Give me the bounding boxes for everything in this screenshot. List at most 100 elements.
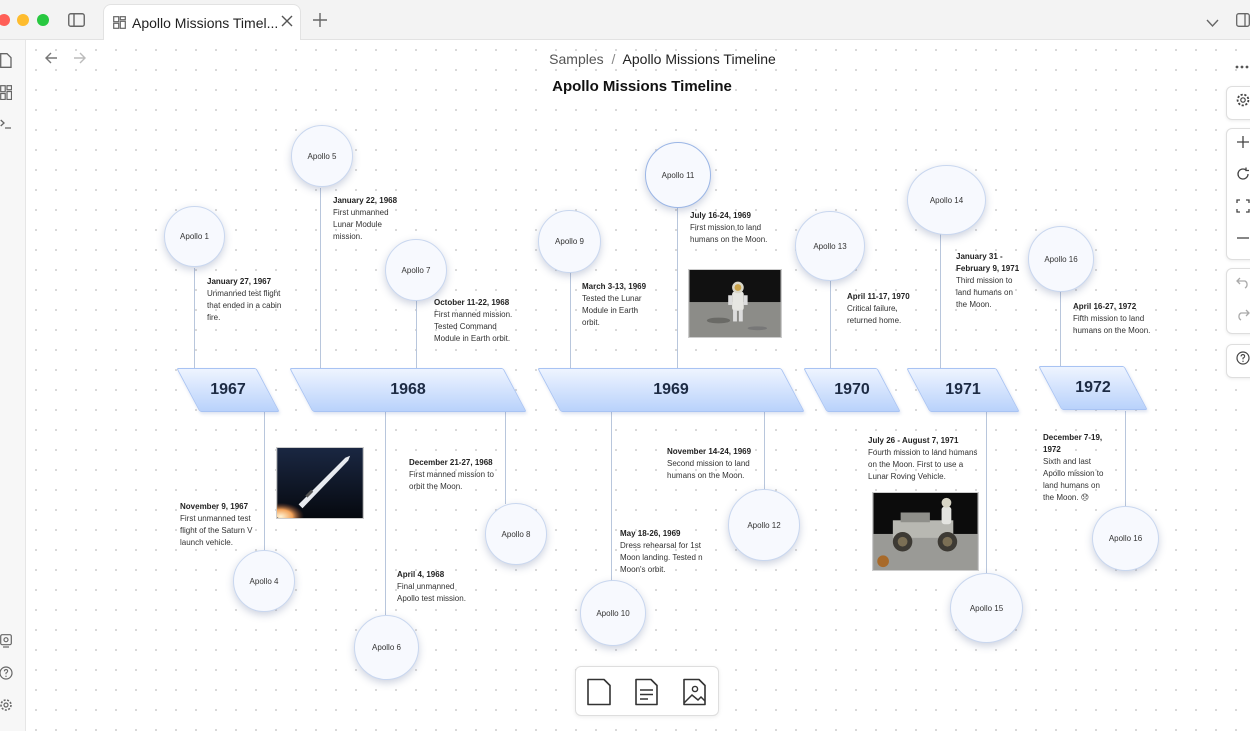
year-label: 1969 — [653, 381, 689, 398]
right-sidebar-toggle[interactable] — [1236, 13, 1250, 32]
redo-icon[interactable] — [1227, 301, 1250, 333]
connector-line — [416, 301, 417, 368]
breadcrumb: Samples / Apollo Missions Timeline — [0, 51, 1250, 67]
mission-node-apollo-8[interactable]: Apollo 8 — [485, 503, 547, 565]
blank-page-icon — [587, 678, 611, 706]
year-band-1971[interactable]: 1971 — [906, 368, 1020, 412]
close-icon — [281, 15, 293, 27]
maximize-window-button[interactable] — [37, 14, 49, 26]
more-options-button[interactable] — [1235, 56, 1249, 74]
connector-line — [830, 280, 831, 368]
add-note-card-button[interactable] — [634, 678, 660, 711]
settings-gear-icon[interactable] — [0, 698, 14, 712]
year-band-1967[interactable]: 1967 — [176, 368, 280, 412]
year-label: 1972 — [1075, 379, 1111, 396]
year-band-1969[interactable]: 1969 — [537, 368, 805, 412]
fit-screen-icon[interactable] — [1227, 193, 1250, 225]
zoom-in-icon[interactable] — [1227, 129, 1250, 161]
year-label: 1967 — [210, 381, 246, 398]
connector-line — [570, 272, 571, 368]
plus-icon — [313, 13, 327, 27]
refresh-icon[interactable] — [1227, 161, 1250, 193]
help-icon[interactable] — [1227, 345, 1250, 377]
minimize-window-button[interactable] — [17, 14, 29, 26]
connector-line — [764, 411, 765, 490]
breadcrumb-current[interactable]: Apollo Missions Timeline — [622, 51, 776, 67]
connector-line — [505, 411, 506, 504]
connector-line — [320, 188, 321, 368]
connector-line — [264, 411, 265, 551]
mission-node-apollo-12[interactable]: Apollo 12 — [728, 489, 800, 561]
forward-button[interactable] — [73, 51, 86, 69]
help-circle-icon[interactable] — [0, 666, 14, 680]
year-band-1968[interactable]: 1968 — [289, 368, 527, 412]
lunar-rover-photo[interactable] — [872, 492, 979, 571]
year-band-1972[interactable]: 1972 — [1038, 366, 1148, 410]
tab-title: Apollo Missions Timel... — [132, 15, 279, 31]
new-tab-button[interactable] — [313, 13, 327, 27]
undo-icon[interactable] — [1227, 269, 1250, 301]
ellipsis-icon — [1235, 65, 1249, 69]
mission-node-apollo-13[interactable]: Apollo 13 — [795, 211, 865, 281]
mission-node-apollo-10[interactable]: Apollo 10 — [580, 580, 646, 646]
astronaut-on-moon-photo[interactable] — [688, 269, 782, 338]
tab-apollo-missions[interactable]: Apollo Missions Timel... — [103, 4, 301, 40]
mission-node-apollo-16-dec[interactable]: Apollo 16 — [1092, 506, 1159, 571]
terminal-icon[interactable] — [0, 118, 12, 130]
mission-node-apollo-7[interactable]: Apollo 7 — [385, 239, 447, 301]
back-button[interactable] — [45, 51, 58, 69]
text-page-icon — [635, 678, 658, 706]
add-blank-card-button[interactable] — [586, 678, 612, 711]
file-icon[interactable] — [0, 53, 12, 68]
sidebar-toggle-button[interactable] — [68, 13, 85, 27]
vault-icon[interactable] — [0, 634, 12, 648]
connector-line — [986, 411, 987, 579]
connector-line — [940, 232, 941, 368]
tab-list-dropdown[interactable] — [1206, 15, 1219, 33]
mission-node-apollo-15[interactable]: Apollo 15 — [950, 573, 1023, 643]
zoom-out-icon[interactable] — [1227, 225, 1250, 257]
rocket-launch-photo[interactable] — [276, 447, 364, 519]
settings-toolbar — [1226, 86, 1250, 120]
board-icon — [113, 16, 126, 29]
history-toolbar — [1226, 268, 1250, 334]
connector-line — [677, 206, 678, 368]
connector-line — [611, 411, 612, 581]
connector-line — [1060, 291, 1061, 368]
mission-node-apollo-16[interactable]: Apollo 16 — [1028, 226, 1094, 292]
mission-node-apollo-14[interactable]: Apollo 14 — [907, 165, 986, 235]
close-window-button[interactable] — [0, 14, 10, 26]
zoom-toolbar — [1226, 128, 1250, 260]
chevron-down-icon — [1206, 19, 1219, 28]
mission-node-apollo-9[interactable]: Apollo 9 — [538, 210, 601, 273]
sidebar-icon — [68, 13, 85, 27]
grid-icon[interactable] — [0, 85, 12, 100]
add-media-card-button[interactable] — [682, 678, 708, 711]
breadcrumb-parent[interactable]: Samples — [549, 51, 604, 67]
tab-close-button[interactable] — [280, 14, 294, 28]
mission-node-apollo-1[interactable]: Apollo 1 — [164, 206, 225, 267]
year-band-1970[interactable]: 1970 — [803, 368, 901, 412]
connector-line — [1125, 411, 1126, 507]
left-ribbon — [0, 40, 26, 731]
mission-node-apollo-4[interactable]: Apollo 4 — [233, 550, 295, 612]
mission-node-apollo-11[interactable]: Apollo 11 — [645, 142, 711, 208]
mission-node-apollo-6[interactable]: Apollo 6 — [354, 615, 419, 680]
help-toolbar — [1226, 344, 1250, 378]
settings-icon[interactable] — [1227, 87, 1250, 119]
mission-node-apollo-5[interactable]: Apollo 5 — [291, 125, 353, 187]
